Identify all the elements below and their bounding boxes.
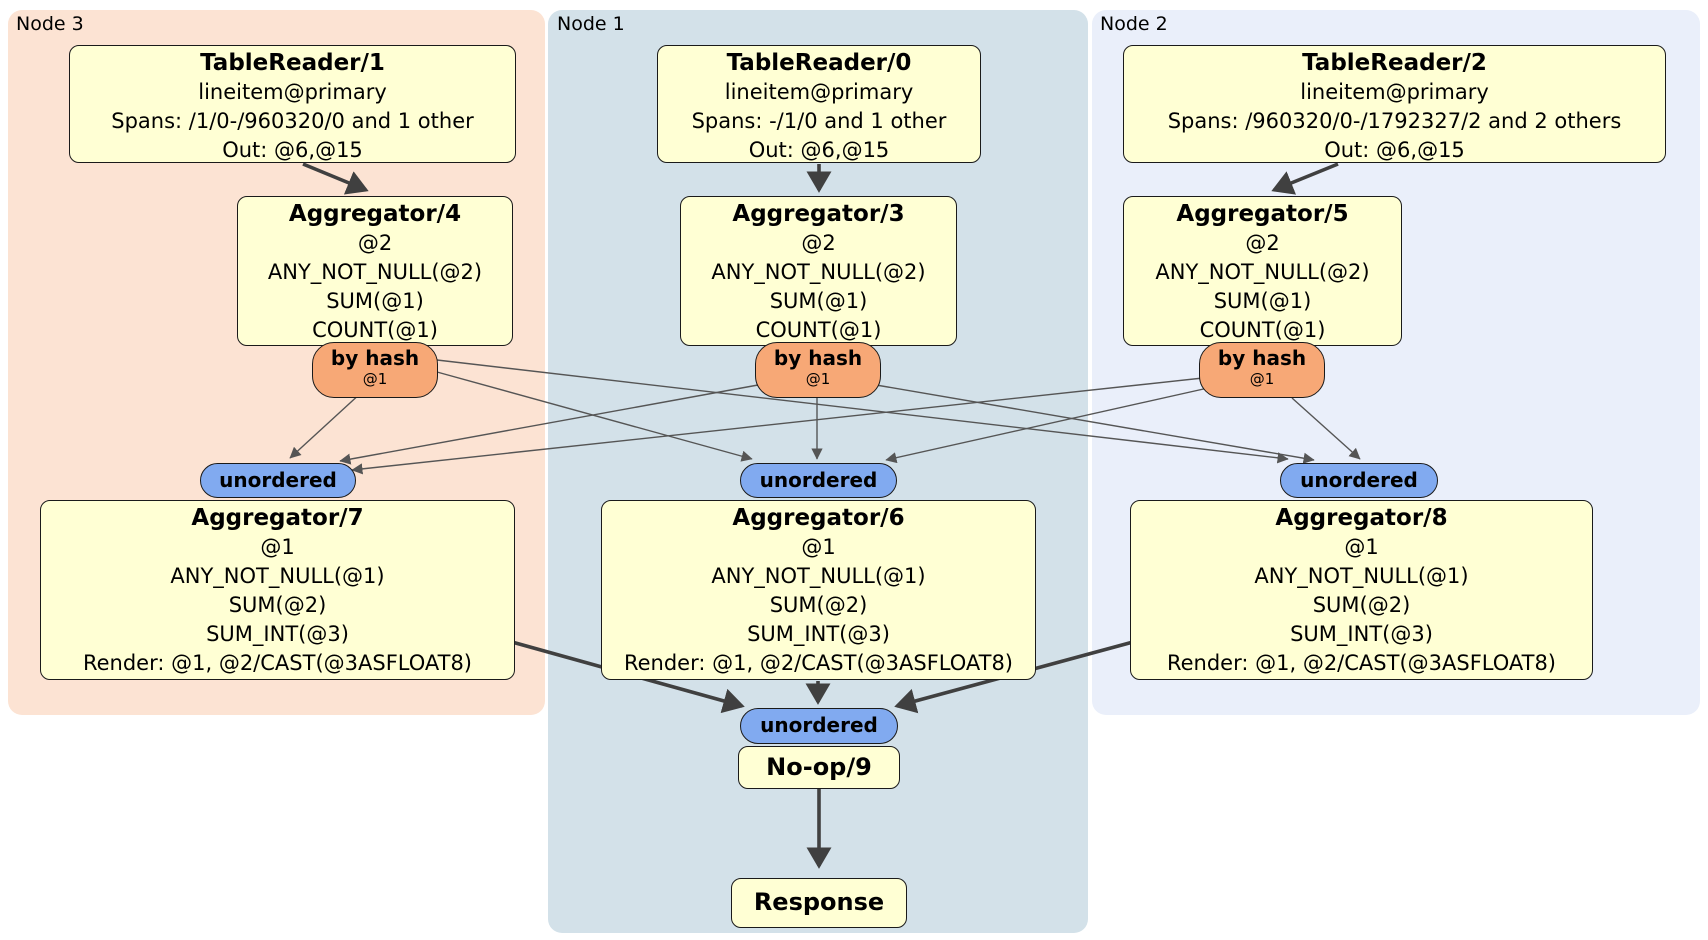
processor-detail: @2 <box>1245 231 1280 255</box>
sync-unordered-7: unordered <box>200 463 356 498</box>
router-columns: @1 <box>362 370 388 388</box>
processor-title: Aggregator/8 <box>1275 505 1448 531</box>
edge-byhash3-unordered8 <box>875 384 1315 464</box>
router-columns: @1 <box>805 370 831 388</box>
processor-detail: SUM_INT(@3) <box>1290 622 1433 646</box>
processor-detail: ANY_NOT_NULL(@1) <box>1254 564 1469 588</box>
processor-detail: Spans: /1/0-/960320/0 and 1 other <box>111 109 474 133</box>
router-by-hash-4: by hash @1 <box>312 342 438 398</box>
processor-title: Aggregator/5 <box>1176 201 1349 227</box>
processor-detail: SUM(@2) <box>769 593 868 617</box>
processor-detail: Render: @1, @2/CAST(@3ASFLOAT8) <box>82 651 473 675</box>
processor-detail: COUNT(@1) <box>1199 318 1326 342</box>
sync-unordered-9: unordered <box>740 708 898 744</box>
sync-unordered-6: unordered <box>740 463 897 498</box>
region-label-node-2: Node 2 <box>1100 13 1168 35</box>
router-label: by hash <box>330 346 420 370</box>
processor-title: Aggregator/7 <box>191 505 364 531</box>
processor-detail: Render: @1, @2/CAST(@3ASFLOAT8) <box>623 651 1014 675</box>
processor-noop-9: No-op/9 <box>738 746 900 789</box>
processor-title: TableReader/1 <box>200 50 385 76</box>
router-label: by hash <box>1217 346 1307 370</box>
processor-title: Aggregator/6 <box>732 505 905 531</box>
processor-detail: Spans: /960320/0-/1792327/2 and 2 others <box>1167 109 1622 133</box>
processor-detail: Out: @6,@15 <box>222 138 363 162</box>
edge-tablereader1-aggregator4 <box>302 162 369 195</box>
processor-detail: SUM_INT(@3) <box>206 622 349 646</box>
processor-title: Response <box>753 888 885 916</box>
sync-label: unordered <box>760 713 878 737</box>
processor-tablereader-0: TableReader/0 lineitem@primary Spans: -/… <box>657 45 981 163</box>
processor-detail: COUNT(@1) <box>312 318 438 342</box>
processor-detail: ANY_NOT_NULL(@2) <box>267 260 483 284</box>
processor-aggregator-7: Aggregator/7 @1 ANY_NOT_NULL(@1) SUM(@2)… <box>40 500 515 680</box>
processor-title: TableReader/2 <box>1302 50 1487 76</box>
processor-title: TableReader/0 <box>726 50 912 76</box>
edge-byhash4-unordered6 <box>436 371 753 462</box>
region-label-node-1: Node 1 <box>557 13 625 35</box>
processor-aggregator-3: Aggregator/3 @2 ANY_NOT_NULL(@2) SUM(@1)… <box>680 196 957 346</box>
edge-byhash5-unordered8 <box>1291 397 1361 460</box>
router-label: by hash <box>773 346 863 370</box>
sync-unordered-8: unordered <box>1280 463 1438 498</box>
processor-tablereader-2: TableReader/2 lineitem@primary Spans: /9… <box>1123 45 1666 163</box>
processor-detail: Out: @6,@15 <box>1324 138 1465 162</box>
router-by-hash-5: by hash @1 <box>1199 342 1325 398</box>
processor-detail: Out: @6,@15 <box>748 138 890 162</box>
processor-detail: SUM(@1) <box>1213 289 1312 313</box>
processor-detail: lineitem@primary <box>1300 80 1489 104</box>
processor-detail: Render: @1, @2/CAST(@3ASFLOAT8) <box>1166 651 1557 675</box>
processor-response: Response <box>731 878 907 928</box>
edge-byhash4-unordered7 <box>289 391 363 459</box>
processor-detail: SUM_INT(@3) <box>747 622 890 646</box>
processor-detail: @1 <box>1344 535 1379 559</box>
region-label-node-3: Node 3 <box>16 13 84 35</box>
processor-detail: COUNT(@1) <box>755 318 882 342</box>
processor-aggregator-8: Aggregator/8 @1 ANY_NOT_NULL(@1) SUM(@2)… <box>1130 500 1593 680</box>
edge-byhash3-unordered7 <box>339 384 759 465</box>
processor-detail: @2 <box>801 231 836 255</box>
edge-byhash5-unordered6 <box>885 387 1209 464</box>
edge-byhash4-unordered8 <box>436 359 1289 464</box>
processor-detail: SUM(@1) <box>769 289 868 313</box>
processor-detail: SUM(@1) <box>326 289 424 313</box>
processor-detail: Spans: -/1/0 and 1 other <box>691 109 947 133</box>
sync-label: unordered <box>219 468 337 492</box>
sync-label: unordered <box>759 468 878 492</box>
edge-byhash5-unordered7 <box>351 377 1204 475</box>
processor-tablereader-1: TableReader/1 lineitem@primary Spans: /1… <box>69 45 516 163</box>
processor-title: Aggregator/4 <box>288 201 462 227</box>
router-columns: @1 <box>1249 370 1275 388</box>
processor-detail: ANY_NOT_NULL(@2) <box>1155 260 1370 284</box>
sync-label: unordered <box>1300 468 1418 492</box>
processor-detail: @1 <box>801 535 836 559</box>
router-by-hash-3: by hash @1 <box>755 342 881 398</box>
processor-detail: SUM(@2) <box>1312 593 1411 617</box>
processor-aggregator-6: Aggregator/6 @1 ANY_NOT_NULL(@1) SUM(@2)… <box>601 500 1036 680</box>
processor-detail: @2 <box>357 231 393 255</box>
processor-aggregator-5: Aggregator/5 @2 ANY_NOT_NULL(@2) SUM(@1)… <box>1123 196 1402 346</box>
processor-detail: ANY_NOT_NULL(@1) <box>170 564 385 588</box>
processor-aggregator-4: Aggregator/4 @2 ANY_NOT_NULL(@2) SUM(@1)… <box>237 196 513 346</box>
processor-detail: @1 <box>260 535 295 559</box>
processor-detail: lineitem@primary <box>724 80 914 104</box>
processor-detail: ANY_NOT_NULL(@1) <box>711 564 926 588</box>
processor-title: No-op/9 <box>766 753 872 781</box>
edge-tablereader2-aggregator5 <box>1271 162 1339 195</box>
processor-detail: lineitem@primary <box>198 80 387 104</box>
processor-detail: ANY_NOT_NULL(@2) <box>711 260 926 284</box>
processor-detail: SUM(@2) <box>228 593 327 617</box>
processor-title: Aggregator/3 <box>732 201 905 227</box>
